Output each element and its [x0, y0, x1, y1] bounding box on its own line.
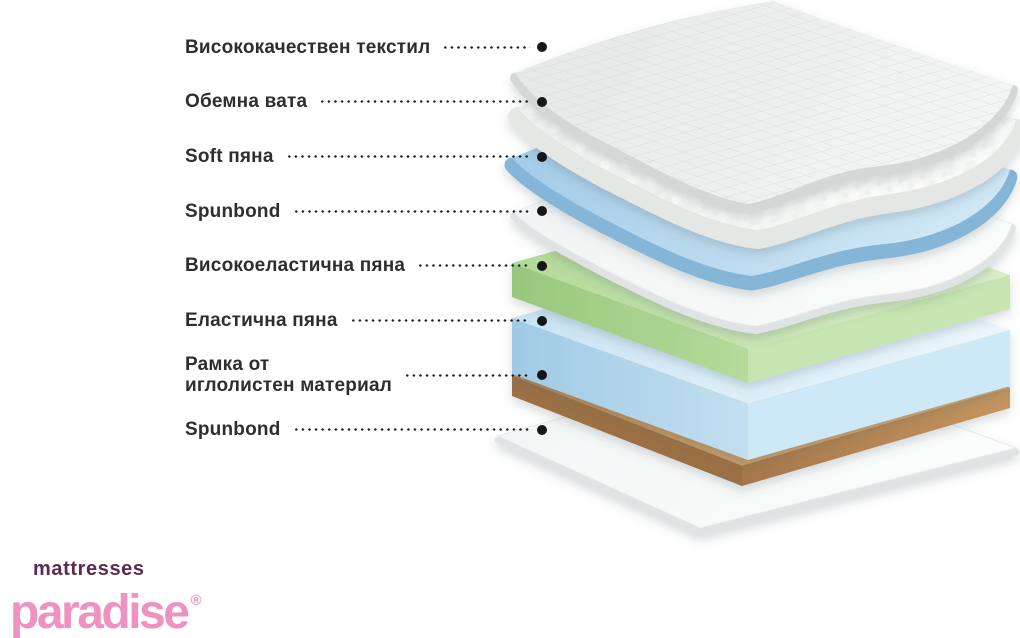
leader-end-dot	[537, 42, 547, 53]
layer-label-row-wadding-sheet: Обемна вата	[185, 75, 547, 130]
layer-label-row-spunbond-sheet-upper: Spunbond	[185, 184, 547, 239]
layer-label: Висококачествен текстил	[185, 36, 431, 58]
layer-label-row-spunbond-sheet-bottom: Spunbond	[185, 402, 547, 457]
leader-end-dot	[537, 370, 547, 381]
layer-label: Spunbond	[185, 419, 281, 441]
layer-label-row-elastic-foam-block: Еластична пяна	[185, 293, 547, 348]
layer-label-row-high-elastic-foam-block: Високоеластична пяна	[185, 239, 547, 294]
dotted-leader	[292, 209, 530, 213]
quilted-textile-sheet	[510, 1, 1018, 214]
dotted-leader	[285, 155, 530, 159]
dotted-leader	[403, 373, 530, 377]
dotted-leader	[349, 319, 530, 323]
dotted-leader	[442, 45, 530, 49]
layer-label-row-soft-foam-sheet: Soft пяна	[185, 129, 547, 184]
layer-label-row-quilted-textile-sheet: Висококачествен текстил	[185, 20, 547, 75]
registered-trademark-symbol: ®	[190, 592, 202, 609]
dotted-leader	[292, 428, 530, 432]
dotted-leader	[417, 264, 530, 268]
brand-logo-wordmark: paradise	[10, 586, 190, 638]
dotted-leader	[319, 100, 530, 104]
leader-end-dot	[537, 424, 547, 435]
brand-logo: mattresses paradise®	[10, 558, 202, 638]
leader-end-dot	[537, 96, 547, 107]
brand-logo-top-text: mattresses	[33, 558, 145, 580]
leader-end-dot	[537, 260, 547, 271]
leader-end-dot	[537, 151, 547, 162]
leader-end-dot	[537, 315, 547, 326]
layer-label: Рамка от иглолистен материал	[185, 354, 392, 397]
leader-end-dot	[537, 206, 547, 217]
layer-label: Spunbond	[185, 200, 281, 222]
layer-label: Обемна вата	[185, 91, 308, 113]
layer-label: Високоеластична пяна	[185, 255, 406, 277]
brand-logo-main-text: paradise®	[10, 579, 202, 638]
labels-column: Висококачествен текстил Обемна вата Soft…	[185, 20, 547, 457]
layer-label-row-wood-slat-frame: Рамка от иглолистен материал	[185, 348, 547, 403]
layer-label: Soft пяна	[185, 146, 274, 168]
layer-label: Еластична пяна	[185, 310, 338, 332]
